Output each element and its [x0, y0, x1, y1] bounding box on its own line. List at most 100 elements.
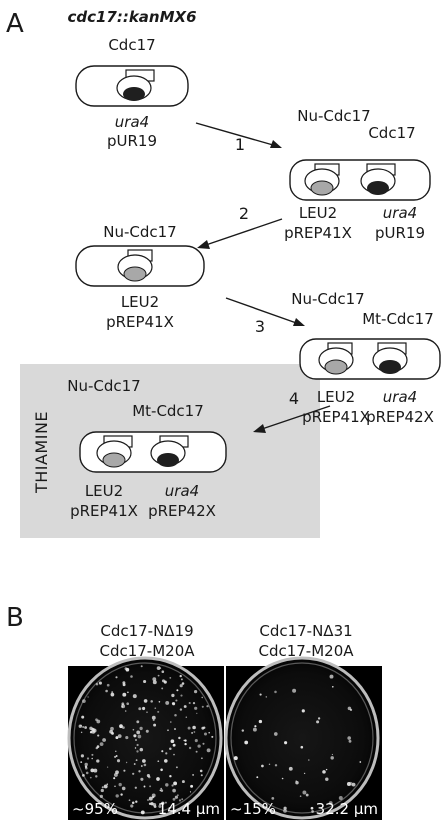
cell-2-vector-2: pUR19	[375, 224, 425, 242]
colony	[106, 683, 110, 687]
step-3-number: 3	[255, 317, 265, 336]
colony	[172, 788, 176, 793]
colony	[146, 711, 148, 713]
colony	[172, 797, 176, 801]
colony	[187, 726, 191, 730]
colony	[124, 710, 127, 712]
plate-1-dish	[67, 656, 223, 820]
colony	[145, 729, 149, 733]
colony	[211, 735, 214, 738]
colony	[86, 757, 90, 760]
plate-2-scale: 32.2 μm	[316, 800, 378, 818]
cell-3-protein-1: Nu-Cdc17	[103, 223, 176, 241]
colony	[181, 682, 185, 685]
colony	[328, 801, 333, 806]
step-2-number: 2	[239, 204, 249, 223]
colony	[90, 768, 95, 773]
colony	[99, 742, 104, 746]
colony	[284, 741, 288, 745]
colony	[158, 804, 162, 808]
colony	[81, 715, 85, 719]
cell-5-protein-2: Mt-Cdc17	[132, 402, 204, 420]
cell-3-plasmid	[117, 249, 153, 282]
cell-1-gene-dot	[123, 87, 145, 101]
plate-2-dish	[224, 656, 380, 820]
colony	[91, 753, 94, 756]
colony	[97, 734, 100, 737]
colony	[105, 689, 108, 693]
colony	[126, 702, 130, 706]
plate-1-percent: ~95%	[72, 800, 118, 818]
colony	[140, 810, 145, 815]
colony	[161, 670, 165, 673]
cell-4: Nu-Cdc17 Mt-Cdc17 LEU2 pREP41X ura4 pREP…	[291, 290, 441, 426]
colony	[123, 769, 126, 772]
cell-4-vector-2: pREP42X	[366, 408, 434, 426]
colony	[80, 754, 84, 758]
colony	[142, 759, 146, 763]
plate-1: ~95% 14.4 μm	[67, 656, 224, 820]
strain-label: cdc17::kanMX6	[67, 8, 196, 26]
colony	[115, 794, 119, 798]
plate-1-caption-line-2: Cdc17-M20A	[99, 642, 195, 660]
plate-1-caption-line-1: Cdc17-NΔ19	[100, 622, 193, 640]
colony	[114, 755, 117, 758]
colony	[193, 731, 196, 733]
colony	[111, 691, 114, 694]
colony	[134, 786, 137, 789]
colony	[160, 768, 163, 772]
colony	[122, 726, 125, 729]
cell-2-gene-dot-1	[310, 180, 334, 196]
colony	[172, 743, 176, 747]
colony	[288, 766, 293, 771]
colony	[80, 761, 83, 763]
colony	[171, 784, 174, 787]
cell-4-protein-2: Mt-Cdc17	[362, 310, 434, 328]
cell-5-gene-dot-1	[102, 452, 126, 468]
colony	[121, 786, 126, 791]
colony	[151, 715, 156, 720]
colony	[131, 801, 135, 804]
colony	[189, 791, 192, 793]
colony	[169, 676, 172, 679]
colony	[190, 784, 194, 788]
colony	[206, 705, 209, 708]
colony	[127, 691, 129, 694]
colony	[201, 696, 203, 699]
cell-2-gene-dot-2	[367, 181, 389, 195]
colony	[84, 765, 88, 768]
colony	[273, 732, 278, 736]
cell-5-marker-2: ura4	[165, 482, 199, 500]
colony	[115, 676, 118, 679]
colony	[136, 743, 139, 747]
colony	[169, 747, 172, 751]
colony	[173, 781, 178, 786]
colony	[191, 731, 194, 734]
colony	[180, 678, 183, 681]
colony	[322, 770, 326, 774]
colony	[179, 674, 182, 678]
colony	[130, 675, 133, 678]
colony	[156, 777, 160, 781]
colony	[93, 768, 98, 773]
cell-3-marker: LEU2	[121, 293, 159, 311]
colony	[140, 777, 144, 781]
colony	[317, 717, 321, 720]
colony	[91, 730, 96, 734]
colony	[171, 693, 175, 698]
arrow-step-3: 3	[225, 297, 305, 336]
colony	[167, 729, 169, 732]
colony	[185, 716, 188, 718]
plate-2: ~15% 32.2 μm	[224, 656, 382, 820]
colony	[160, 787, 162, 790]
colony	[152, 719, 155, 722]
colony	[101, 786, 104, 789]
thiamine-label: THIAMINE	[32, 411, 51, 494]
colony	[200, 774, 203, 777]
colony	[233, 756, 238, 761]
colony	[208, 731, 210, 734]
colony	[111, 731, 114, 735]
colony	[87, 696, 89, 698]
arrow-step-2: 2	[197, 204, 283, 249]
